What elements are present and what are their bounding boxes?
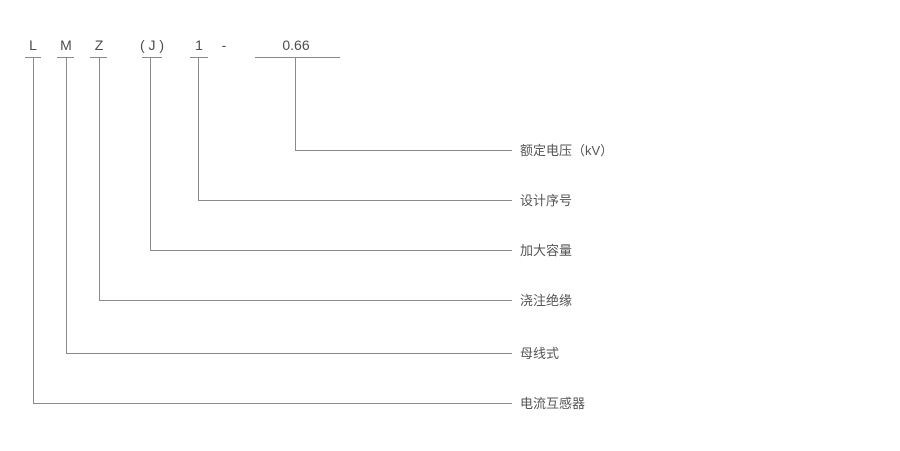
connector-vertical-current-transformer <box>33 58 34 403</box>
connector-horizontal-design-serial <box>198 200 512 201</box>
code-char-rated-voltage: 0.66 <box>282 37 310 53</box>
connector-horizontal-current-transformer <box>33 403 512 404</box>
label-busbar-type: 母线式 <box>520 346 560 361</box>
connector-vertical-design-serial <box>198 58 199 200</box>
code-char-design-serial: 1 <box>195 37 203 53</box>
underline-tick-current-transformer <box>25 57 41 58</box>
label-cast-insulation: 浇注绝缘 <box>520 293 573 308</box>
connector-horizontal-enlarged-capacity <box>150 250 512 251</box>
code-char-cast-insulation: Z <box>94 37 104 53</box>
code-char-enlarged-capacity: ( J ) <box>139 37 165 53</box>
label-design-serial: 设计序号 <box>520 193 573 208</box>
label-rated-voltage: 额定电压（kV） <box>520 143 614 158</box>
connector-horizontal-cast-insulation <box>99 300 512 301</box>
code-separator-hyphen: - <box>221 37 227 53</box>
connector-vertical-busbar-type <box>66 58 67 353</box>
code-char-busbar-type: M <box>60 37 72 53</box>
underline-tick-cast-insulation <box>90 57 107 58</box>
underline-tick-design-serial <box>190 57 208 58</box>
connector-vertical-cast-insulation <box>99 58 100 300</box>
underline-tick-busbar-type <box>57 57 74 58</box>
connector-vertical-rated-voltage <box>295 58 296 150</box>
label-enlarged-capacity: 加大容量 <box>520 243 573 258</box>
connector-vertical-enlarged-capacity <box>150 58 151 250</box>
code-char-current-transformer: L <box>29 37 37 53</box>
connector-horizontal-rated-voltage <box>295 150 512 151</box>
underline-tick-enlarged-capacity <box>142 57 162 58</box>
label-current-transformer: 电流互感器 <box>520 396 586 411</box>
underline-tick-rated-voltage <box>255 57 340 58</box>
connector-horizontal-busbar-type <box>66 353 512 354</box>
